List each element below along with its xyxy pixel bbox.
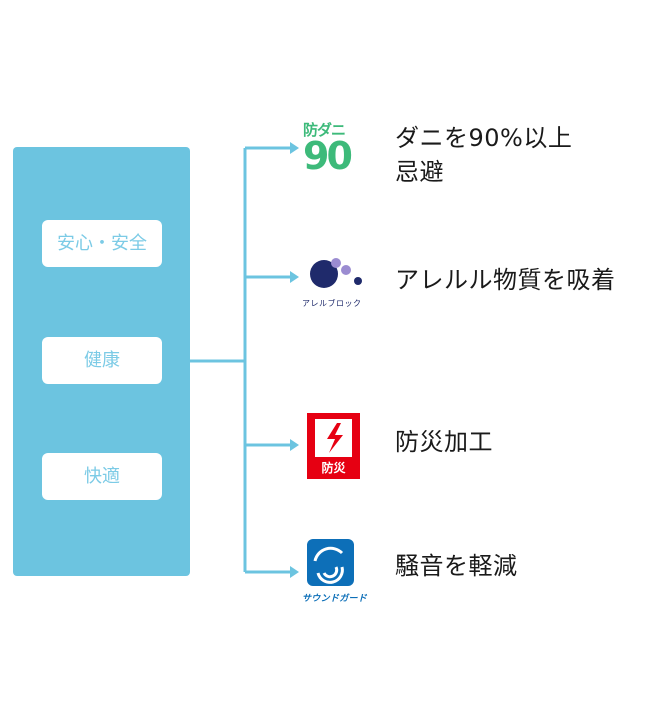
sound-guard-icon [307, 539, 354, 586]
anti-mite-logo-label: 防ダニ [303, 121, 346, 139]
sound-guard-caption: サウンドガード [302, 594, 368, 604]
allergen-block-logo: アレルブロック [302, 255, 372, 308]
category-health: 健康 [42, 337, 162, 384]
fire-prevention-caption: 防災 [321, 461, 346, 475]
arrow-head-4 [290, 566, 299, 578]
category-comfort: 快適 [42, 453, 162, 500]
feature-3-line-1: 防災加工 [395, 428, 493, 456]
feature-1-line-2: 忌避 [395, 158, 444, 186]
arrow-head-1 [290, 142, 299, 154]
anti-mite-logo-number: 90 [303, 134, 353, 178]
feature-text-1: ダニを90%以上 忌避 [395, 121, 572, 189]
fire-prevention-icon [307, 413, 360, 479]
feature-text-3: 防災加工 [395, 425, 493, 459]
feature-4-line-1: 騒音を軽減 [395, 552, 518, 580]
feature-2-line-1: アレルル物質を吸着 [395, 266, 616, 294]
feature-text-2: アレルル物質を吸着 [395, 263, 616, 297]
arrow-head-3 [290, 439, 299, 451]
feature-text-4: 騒音を軽減 [395, 549, 518, 583]
arrow-head-2 [290, 271, 299, 283]
allergen-block-icon [310, 258, 362, 288]
category-safety: 安心・安全 [42, 220, 162, 267]
fire-prevention-logo: 防災 [307, 413, 360, 479]
anti-mite-logo: 防ダニ 90 [303, 122, 365, 178]
feature-1-line-1: ダニを90%以上 [395, 124, 573, 152]
allergen-block-caption: アレルブロック [302, 299, 362, 308]
sound-guard-logo: サウンドガード [302, 539, 374, 604]
category-panel: 安心・安全 健康 快適 [13, 147, 190, 576]
